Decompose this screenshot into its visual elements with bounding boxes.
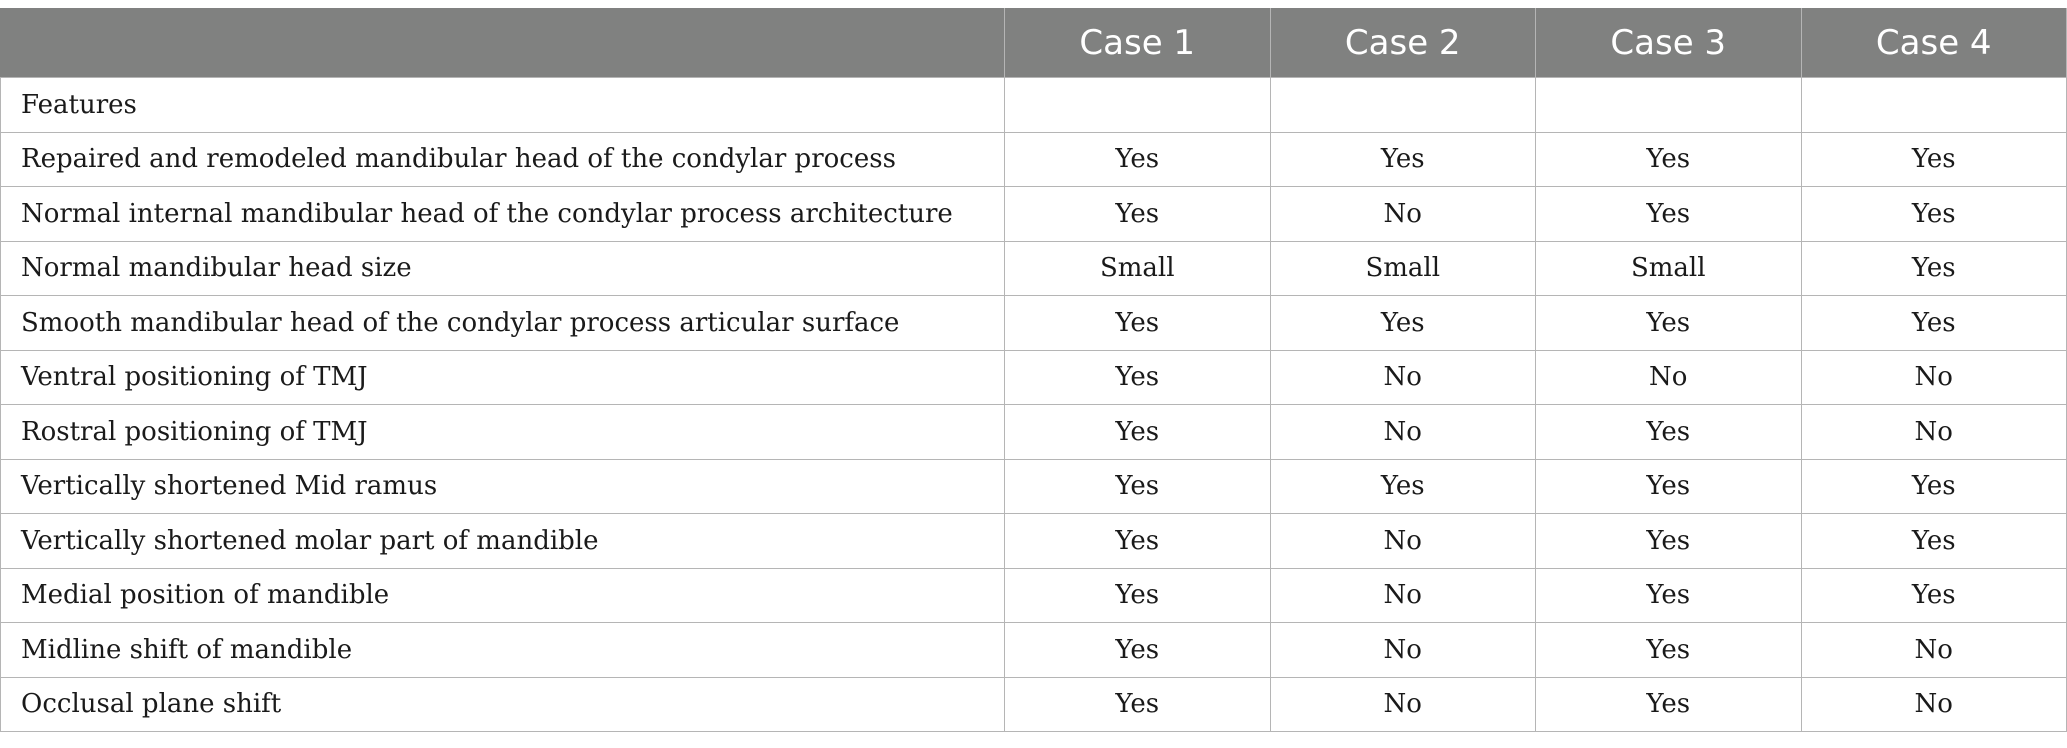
value-cell: No: [1800, 349, 2067, 405]
feature-cell: Smooth mandibular head of the condylar p…: [0, 295, 1005, 351]
value-cell: Yes: [1535, 295, 1802, 351]
value-cell: Small: [1004, 240, 1271, 296]
value-cell: Yes: [1800, 186, 2067, 242]
value-cell: Yes: [1269, 295, 1536, 351]
value-cell: Yes: [1800, 458, 2067, 514]
feature-cell: Vertically shortened molar part of mandi…: [0, 513, 1005, 569]
table-row: Normal mandibular head size Small Small …: [0, 240, 2067, 296]
value-cell: Yes: [1535, 567, 1802, 623]
feature-cell: Occlusal plane shift: [0, 676, 1005, 732]
header-cell-case-2: Case 2: [1269, 8, 1536, 78]
comparison-table-container: Case 1 Case 2 Case 3 Case 4 Features Rep…: [0, 8, 2067, 732]
feature-cell: Rostral positioning of TMJ: [0, 404, 1005, 460]
value-cell: [1004, 77, 1271, 133]
header-row: Case 1 Case 2 Case 3 Case 4: [0, 8, 2067, 78]
table-row: Midline shift of mandible Yes No Yes No: [0, 622, 2067, 678]
table-header: Case 1 Case 2 Case 3 Case 4: [0, 8, 2067, 78]
value-cell: Yes: [1004, 186, 1271, 242]
table-row: Features: [0, 77, 2067, 133]
value-cell: Yes: [1004, 131, 1271, 187]
value-cell: [1535, 77, 1802, 133]
value-cell: No: [1535, 349, 1802, 405]
value-cell: Yes: [1535, 131, 1802, 187]
value-cell: Yes: [1004, 513, 1271, 569]
header-cell-case-1: Case 1: [1004, 8, 1271, 78]
table-row: Occlusal plane shift Yes No Yes No: [0, 676, 2067, 732]
value-cell: Yes: [1535, 458, 1802, 514]
feature-cell: Vertically shortened Mid ramus: [0, 458, 1005, 514]
table-body: Features Repaired and remodeled mandibul…: [0, 77, 2067, 732]
table-row: Vertically shortened molar part of mandi…: [0, 513, 2067, 569]
value-cell: No: [1800, 676, 2067, 732]
value-cell: Yes: [1004, 676, 1271, 732]
value-cell: Yes: [1269, 131, 1536, 187]
feature-cell: Ventral positioning of TMJ: [0, 349, 1005, 405]
value-cell: Yes: [1004, 404, 1271, 460]
comparison-table: Case 1 Case 2 Case 3 Case 4 Features Rep…: [0, 8, 2067, 732]
value-cell: Yes: [1800, 513, 2067, 569]
value-cell: [1269, 77, 1536, 133]
value-cell: Yes: [1535, 404, 1802, 460]
table-row: Ventral positioning of TMJ Yes No No No: [0, 349, 2067, 405]
value-cell: No: [1269, 404, 1536, 460]
value-cell: Yes: [1269, 458, 1536, 514]
value-cell: Small: [1269, 240, 1536, 296]
value-cell: Small: [1535, 240, 1802, 296]
value-cell: Yes: [1004, 458, 1271, 514]
value-cell: Yes: [1535, 622, 1802, 678]
header-cell-case-4: Case 4: [1800, 8, 2067, 78]
table-row: Medial position of mandible Yes No Yes Y…: [0, 567, 2067, 623]
table-row: Repaired and remodeled mandibular head o…: [0, 131, 2067, 187]
value-cell: Yes: [1535, 513, 1802, 569]
value-cell: [1800, 77, 2067, 133]
value-cell: Yes: [1535, 676, 1802, 732]
value-cell: No: [1269, 186, 1536, 242]
value-cell: No: [1269, 567, 1536, 623]
value-cell: No: [1269, 513, 1536, 569]
table-row: Normal internal mandibular head of the c…: [0, 186, 2067, 242]
feature-cell: Features: [0, 77, 1005, 133]
value-cell: Yes: [1535, 186, 1802, 242]
table-row: Smooth mandibular head of the condylar p…: [0, 295, 2067, 351]
feature-cell: Normal internal mandibular head of the c…: [0, 186, 1005, 242]
value-cell: Yes: [1800, 240, 2067, 296]
value-cell: Yes: [1004, 295, 1271, 351]
feature-cell: Normal mandibular head size: [0, 240, 1005, 296]
value-cell: Yes: [1800, 567, 2067, 623]
feature-cell: Medial position of mandible: [0, 567, 1005, 623]
value-cell: Yes: [1004, 349, 1271, 405]
value-cell: No: [1800, 622, 2067, 678]
value-cell: No: [1800, 404, 2067, 460]
feature-cell: Repaired and remodeled mandibular head o…: [0, 131, 1005, 187]
value-cell: Yes: [1004, 567, 1271, 623]
value-cell: No: [1269, 676, 1536, 732]
value-cell: Yes: [1004, 622, 1271, 678]
value-cell: No: [1269, 622, 1536, 678]
value-cell: Yes: [1800, 131, 2067, 187]
table-row: Vertically shortened Mid ramus Yes Yes Y…: [0, 458, 2067, 514]
header-cell-case-3: Case 3: [1535, 8, 1802, 78]
table-row: Rostral positioning of TMJ Yes No Yes No: [0, 404, 2067, 460]
header-cell-feature: [0, 8, 1005, 78]
feature-cell: Midline shift of mandible: [0, 622, 1005, 678]
value-cell: No: [1269, 349, 1536, 405]
value-cell: Yes: [1800, 295, 2067, 351]
